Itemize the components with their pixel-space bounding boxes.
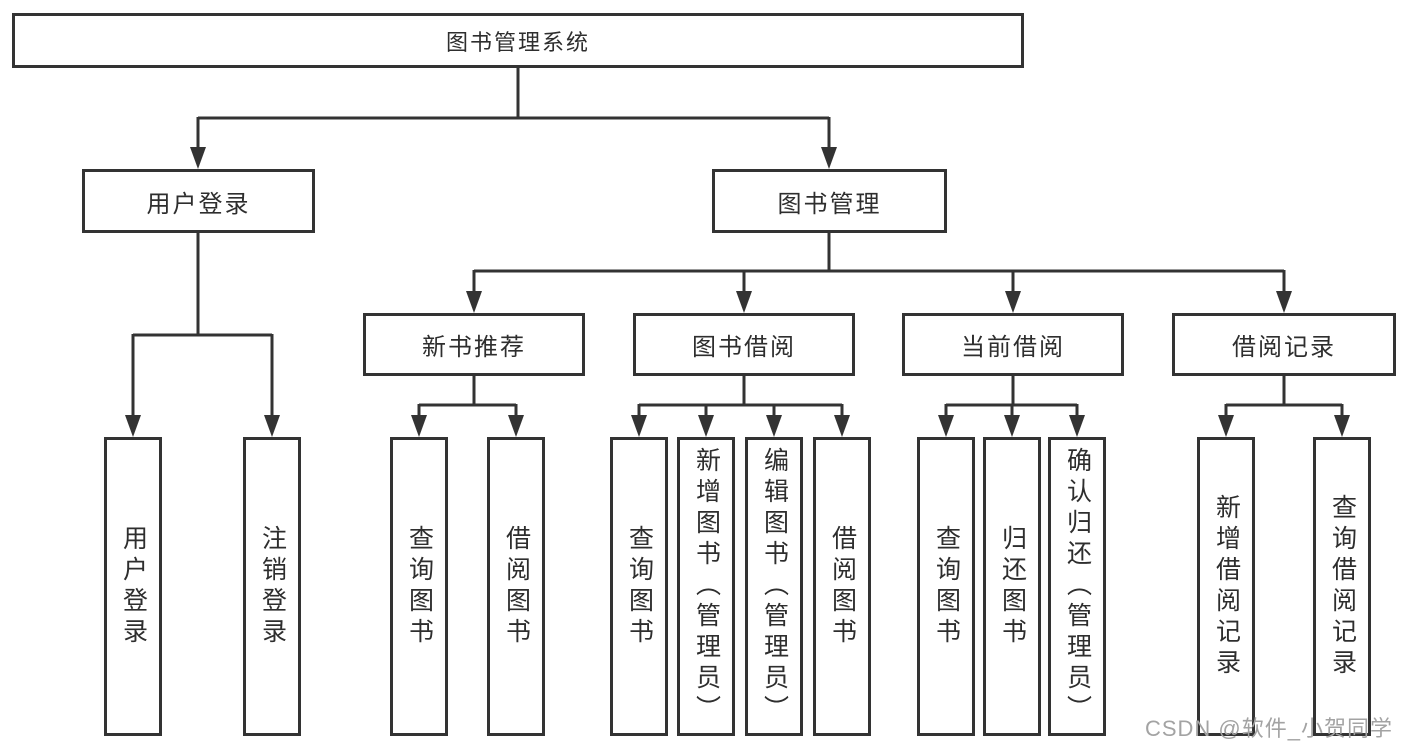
arrow-icon — [1005, 291, 1021, 313]
arrow-icon — [125, 415, 141, 437]
current-borrow-branch-lines — [944, 376, 1079, 418]
leaf-query-books-recommend: 查询图书 — [390, 437, 448, 736]
node-new-book-recommend: 新书推荐 — [363, 313, 585, 376]
leaf-logout: 注销登录 — [243, 437, 301, 736]
arrow-icon — [698, 415, 714, 437]
leaf-return-books: 归还图书 — [983, 437, 1041, 736]
leaf-confirm-return-admin: 确认归还（管理员） — [1048, 437, 1106, 736]
node-library-system: 图书管理系统 — [12, 13, 1024, 68]
leaf-edit-book-admin: 编辑图书（管理员） — [745, 437, 803, 736]
arrow-icon — [1334, 415, 1350, 437]
watermark: CSDN @软件_小贺同学 — [1144, 716, 1393, 741]
node-book-management: 图书管理 — [712, 169, 947, 233]
arrowheads — [125, 147, 1350, 437]
leaf-query-books-current: 查询图书 — [917, 437, 975, 736]
arrow-icon — [466, 291, 482, 313]
leaf-borrow-books: 借阅图书 — [813, 437, 871, 736]
leaf-add-book-admin: 新增图书（管理员） — [677, 437, 735, 736]
node-user-login: 用户登录 — [82, 169, 315, 233]
new-book-branch-lines — [417, 376, 518, 418]
arrow-icon — [766, 415, 782, 437]
arrow-icon — [508, 415, 524, 437]
node-current-borrow: 当前借阅 — [902, 313, 1124, 376]
arrow-icon — [834, 415, 850, 437]
leaf-query-books-borrow: 查询图书 — [610, 437, 668, 736]
arrow-icon — [736, 291, 752, 313]
book-management-branch-lines — [472, 233, 1286, 294]
node-borrow-records: 借阅记录 — [1172, 313, 1396, 376]
arrow-icon — [264, 415, 280, 437]
user-login-branch-lines — [131, 233, 274, 418]
arrow-icon — [411, 415, 427, 437]
borrow-record-branch-lines — [1224, 376, 1344, 418]
arrow-icon — [938, 415, 954, 437]
arrow-icon — [1276, 291, 1292, 313]
arrow-icon — [1218, 415, 1234, 437]
leaf-query-borrow-record: 查询借阅记录 — [1313, 437, 1371, 736]
leaf-add-borrow-record: 新增借阅记录 — [1197, 437, 1255, 736]
arrow-icon — [1004, 415, 1020, 437]
leaf-borrow-books-recommend: 借阅图书 — [487, 437, 545, 736]
root-to-level2-lines — [196, 68, 831, 150]
book-borrow-branch-lines — [637, 376, 844, 418]
arrow-icon — [190, 147, 206, 169]
arrow-icon — [1069, 415, 1085, 437]
arrow-icon — [821, 147, 837, 169]
node-book-borrow: 图书借阅 — [633, 313, 855, 376]
leaf-user-login: 用户登录 — [104, 437, 162, 736]
arrow-icon — [631, 415, 647, 437]
